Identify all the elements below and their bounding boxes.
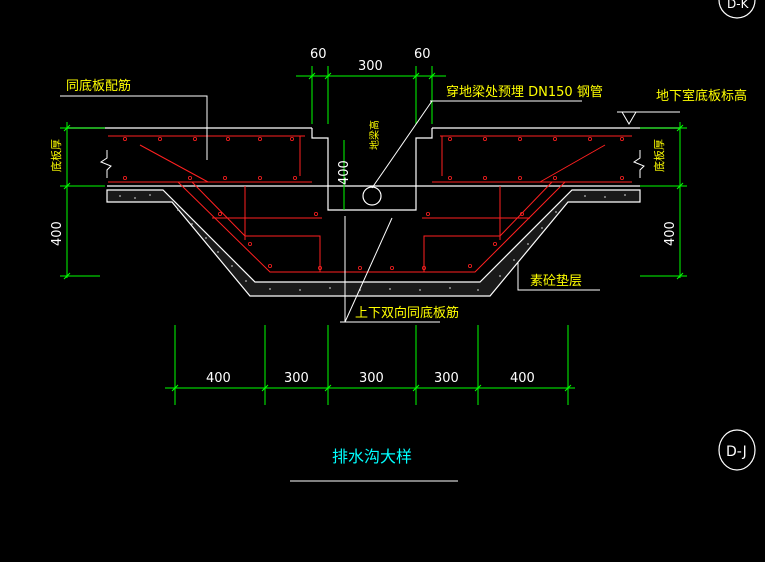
dim-left-400: 400 [50, 221, 65, 246]
dim-channel-400: 400 [337, 160, 352, 185]
labels: 同底板配筋 穿地梁处预埋 DN150 钢管 地下室底板标高 素砼垫层 上下双向同… [49, 78, 747, 466]
floor-elevation-label: 地下室底板标高 [656, 88, 747, 104]
bedding-speckle [119, 194, 626, 291]
rebar-dots [123, 136, 625, 270]
dim-bottom-400-right: 400 [510, 371, 535, 386]
bedding-label: 素砼垫层 [530, 273, 582, 289]
marker-dk-label: D-K [727, 0, 750, 11]
sleeve-pipe [362, 186, 382, 206]
double-rebar-label: 上下双向同底板筋 [355, 305, 459, 321]
sleeve-label: 穿地梁处预埋 DN150 钢管 [446, 84, 603, 100]
dimension-texts: 60 300 60 400 400 400 400 300 300 300 40… [50, 47, 678, 386]
marker-dj-bubble [718, 429, 756, 471]
marker-dk-bubble [718, 0, 756, 19]
slab-rebar-label: 同底板配筋 [66, 78, 131, 94]
dim-top-60-left: 60 [310, 47, 327, 62]
dim-bottom-300-a: 300 [284, 371, 309, 386]
rebar [108, 135, 632, 273]
drawing-title: 排水沟大样 [332, 447, 412, 466]
slab-thickness-right-label: 底板厚 [652, 139, 666, 172]
dim-right-400: 400 [663, 221, 678, 246]
section-markers: D-K D-J [718, 0, 756, 471]
dim-bottom-300-b: 300 [359, 371, 384, 386]
bedding-layer [106, 189, 641, 297]
slab-thickness-left-label: 底板厚 [49, 139, 63, 172]
marker-dj-label: D-J [726, 444, 747, 460]
dim-bottom-400-left: 400 [206, 371, 231, 386]
dim-top-60-right: 60 [414, 47, 431, 62]
dim-bottom-300-c: 300 [434, 371, 459, 386]
break-marks [99, 150, 645, 178]
dim-top-300: 300 [358, 59, 383, 74]
beam-height-label: 地梁高 [368, 120, 381, 150]
dimension-lines [60, 66, 687, 405]
leader-lines [60, 95, 680, 323]
